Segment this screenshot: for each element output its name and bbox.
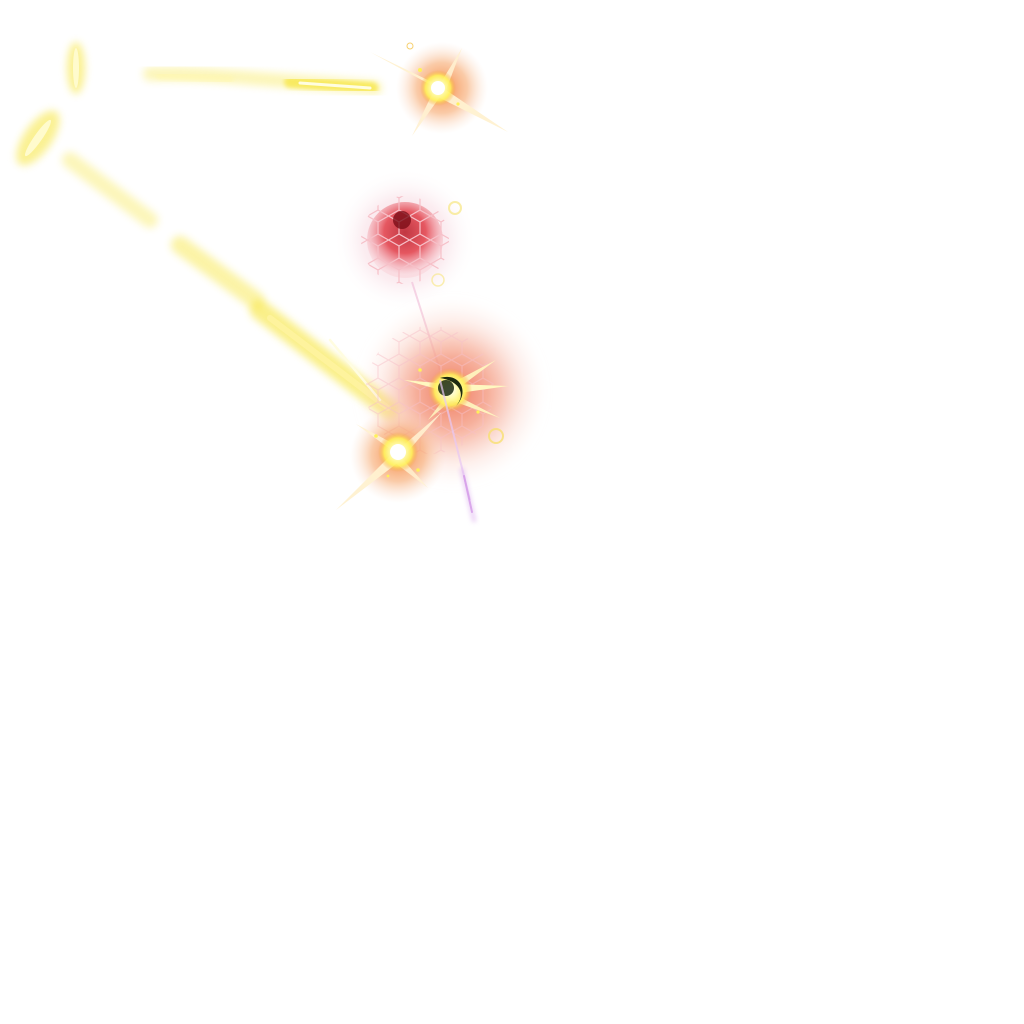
laser-beam-icon — [16, 110, 400, 420]
hexagon-shield-icon — [361, 196, 462, 287]
particle-trail-violet — [439, 379, 477, 523]
four-point-spark-icon — [336, 412, 442, 510]
hex-shield-red — [333, 168, 477, 371]
laser-beam-icon — [67, 42, 382, 95]
four-point-spark-icon — [370, 42, 508, 136]
particle-trail-icon — [439, 379, 477, 523]
laser-streak-top — [67, 42, 382, 95]
laser-streak-diagonal — [16, 110, 400, 420]
impact-burst-lower — [336, 407, 446, 510]
impact-burst-top — [370, 42, 508, 136]
